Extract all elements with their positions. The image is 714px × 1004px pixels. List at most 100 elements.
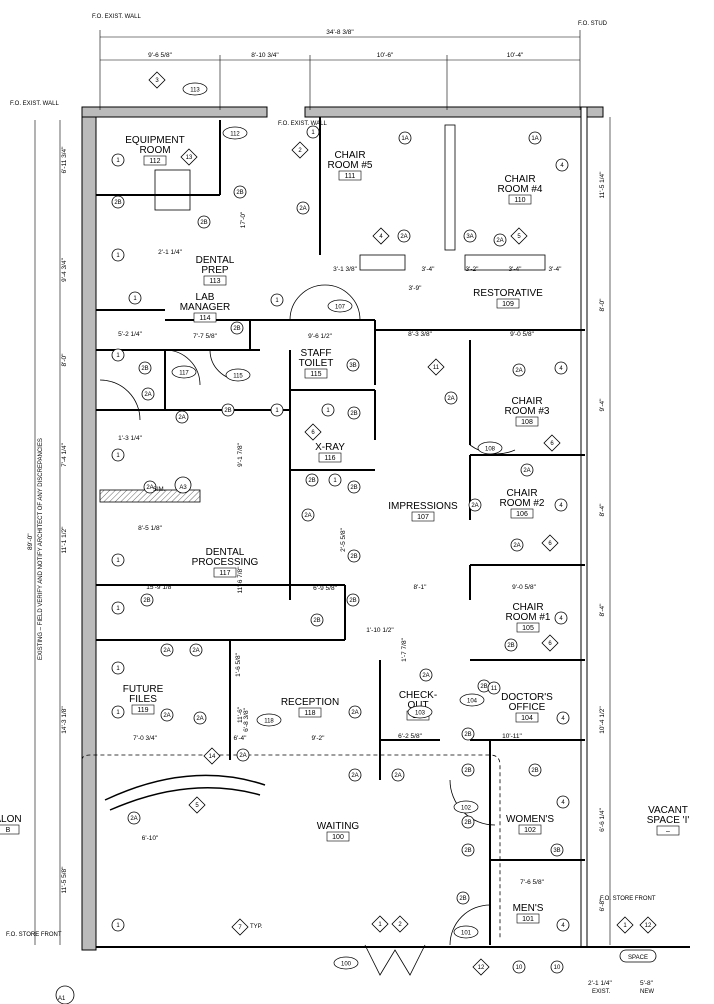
- svg-text:1: 1: [275, 298, 279, 304]
- interior-dim: 7'-7 5/8": [193, 333, 217, 340]
- svg-text:4: 4: [559, 616, 563, 622]
- tag-circle: 1: [111, 705, 125, 719]
- section-bubble-a3: A3: [174, 476, 192, 494]
- svg-text:4: 4: [379, 234, 383, 240]
- tag-circle: 1: [111, 348, 125, 362]
- tag-circle: 2A: [510, 538, 524, 552]
- room-name-line2: FILES: [129, 694, 157, 705]
- svg-text:1: 1: [116, 158, 120, 164]
- interior-dim: 9'-6 1/2": [308, 333, 332, 340]
- tag-circle: 1: [111, 661, 125, 675]
- exist-note: EXIST.: [592, 989, 611, 995]
- tag-circle: 1: [111, 918, 125, 932]
- svg-text:2A: 2A: [130, 816, 137, 822]
- svg-text:2A: 2A: [400, 234, 407, 240]
- svg-text:2B: 2B: [350, 485, 357, 491]
- svg-text:117: 117: [179, 371, 189, 377]
- svg-text:2B: 2B: [464, 768, 471, 774]
- room-number: 114: [199, 315, 210, 322]
- left-dim: 7'-4 1/4": [61, 442, 68, 466]
- tag-circle: 4: [554, 361, 568, 375]
- svg-text:104: 104: [467, 699, 478, 705]
- svg-text:11: 11: [491, 686, 498, 692]
- svg-text:2B: 2B: [141, 366, 148, 372]
- bottom-dim-2: 5'-8": [640, 980, 654, 987]
- room-number: 105: [522, 625, 534, 632]
- tag-circle: 2A: [444, 391, 458, 405]
- svg-text:12: 12: [645, 923, 652, 929]
- tag-circle: 2B: [346, 593, 360, 607]
- room-number: 110: [514, 197, 525, 204]
- svg-text:100: 100: [341, 962, 352, 968]
- tag-circle: 4: [554, 498, 568, 512]
- svg-text:2B: 2B: [464, 848, 471, 854]
- tag-circle: 3A: [463, 229, 477, 243]
- svg-text:2B: 2B: [143, 598, 150, 604]
- tag-circle: 1: [328, 473, 342, 487]
- tag-circle: 2B: [461, 815, 475, 829]
- top-dim-2: 8'-10 3/4": [251, 52, 279, 59]
- svg-text:2B: 2B: [480, 684, 487, 690]
- tag-circle: 11: [487, 681, 501, 695]
- door-tag: 113: [182, 82, 208, 96]
- tag-diamond: 1: [371, 915, 389, 933]
- room-number-box: [411, 511, 435, 522]
- room-name-line1: VACANT: [648, 805, 688, 816]
- left-dim: 14'-3 1/8": [61, 706, 68, 734]
- interior-dim: 3'-2": [466, 266, 480, 273]
- room-number: 106: [516, 511, 528, 518]
- room-number: 112: [149, 158, 160, 165]
- room-name-line1: CHAIR: [504, 174, 535, 185]
- room-name-line2: OFFICE: [509, 702, 546, 713]
- interior-dim: 9'-0 5/8": [512, 584, 536, 591]
- room-name-line2: ROOM: [139, 145, 170, 156]
- svg-text:107: 107: [335, 305, 346, 311]
- room-name-line1: DENTAL: [196, 255, 235, 266]
- dimension-lines: [34, 30, 611, 945]
- svg-text:12: 12: [478, 965, 485, 971]
- room-name-line1: X-RAY: [315, 442, 345, 453]
- interior-dim: 3'-1 3/8": [333, 266, 357, 273]
- tag-circle: 4: [554, 611, 568, 625]
- interior-dim: 9'-1 7/8": [237, 442, 244, 466]
- room-number: 115: [310, 371, 321, 378]
- svg-text:6: 6: [550, 441, 554, 447]
- tag-circle: 4: [556, 918, 570, 932]
- room-name-line2: OUT: [407, 700, 428, 711]
- right-dim: 6'-8": [599, 898, 606, 912]
- svg-text:4: 4: [561, 716, 565, 722]
- field-verify-note: EXISTING – FIELD VERIFY AND NOTIFY ARCHI…: [38, 438, 44, 660]
- svg-text:2A: 2A: [394, 773, 401, 779]
- tag-diamond: 5: [510, 227, 528, 245]
- room-name-line2: ROOM #4: [497, 184, 542, 195]
- room-name-line1: ALON: [0, 814, 22, 825]
- svg-text:2A: 2A: [178, 415, 185, 421]
- svg-text:1A: 1A: [531, 136, 538, 142]
- tag-diamond: 12: [639, 916, 657, 934]
- tag-circle: 1: [111, 601, 125, 615]
- tag-circle: 2A: [391, 768, 405, 782]
- room-number: 108: [521, 419, 533, 426]
- room-number: 113: [209, 278, 220, 285]
- room-number: 101: [522, 916, 534, 923]
- svg-text:2B: 2B: [224, 408, 231, 414]
- tag-diamond: 11: [427, 358, 445, 376]
- door-swings: [99, 284, 516, 976]
- overall-depth-dim: 89'-0": [27, 533, 34, 550]
- svg-text:2B: 2B: [114, 200, 121, 206]
- tag-circle: 1A: [528, 131, 542, 145]
- tag-diamond: 1: [616, 916, 634, 934]
- svg-text:2A: 2A: [146, 485, 153, 491]
- right-dim: 8'-0": [599, 298, 606, 312]
- svg-text:2B: 2B: [464, 732, 471, 738]
- room-number-box: [193, 312, 217, 323]
- interior-dim: 10'-11": [502, 733, 522, 740]
- room-number: 102: [524, 827, 536, 834]
